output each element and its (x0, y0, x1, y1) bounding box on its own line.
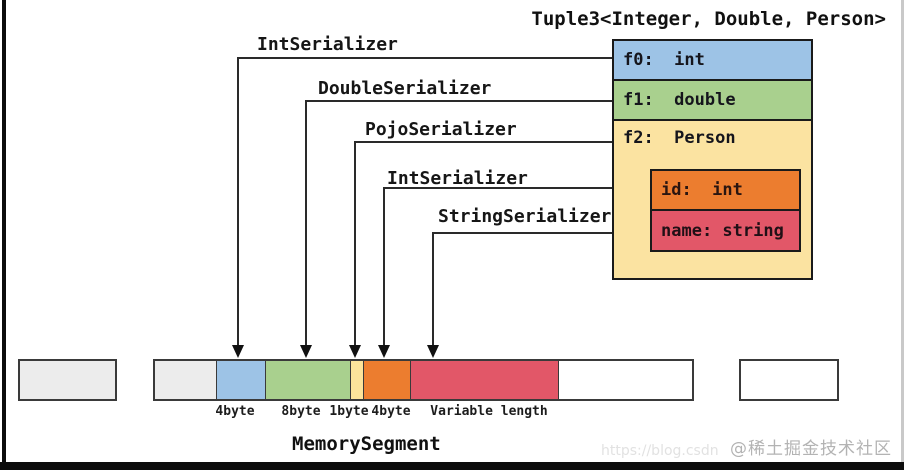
watermark-community: @稀土掘金技术社区 (730, 439, 892, 459)
serializer-label-double-f1: DoubleSerializer (318, 78, 492, 99)
connector-vline-name (432, 232, 434, 346)
segment-pojo-header (350, 361, 363, 399)
connector-vline-f2 (354, 141, 356, 346)
serializer-label-int-f0: IntSerializer (257, 34, 398, 55)
tuple-box: f0: int f1: double f2: Person id: int na… (612, 39, 813, 280)
byte-label-variable-length: Variable length (430, 404, 548, 419)
connector-hline-f0 (238, 57, 612, 59)
segment-string-name (410, 361, 558, 399)
connector-hline-name (433, 232, 648, 234)
tuple-field-f1: f1: double (614, 81, 811, 121)
serializer-label-pojo-f2: PojoSerializer (365, 119, 517, 140)
bottom-black-strip (0, 462, 904, 470)
memory-bar-left (18, 359, 117, 401)
byte-label-4byte-int: 4byte (215, 404, 255, 419)
arrow-down-icon (300, 345, 312, 358)
serializer-label-int-id: IntSerializer (387, 168, 528, 189)
connector-hline-f1 (306, 100, 612, 102)
arrow-down-icon (427, 345, 439, 358)
right-border-line (901, 0, 904, 462)
person-field-id: id: int (650, 169, 801, 211)
connector-hline-f2 (355, 141, 612, 143)
byte-label-8byte-double: 8byte (281, 404, 321, 419)
connector-vline-f0 (237, 57, 239, 346)
arrow-down-icon (349, 345, 361, 358)
byte-label-1byte-header: 1byte (329, 404, 369, 419)
memory-bar-main (153, 359, 694, 401)
person-field-name: name: string (650, 209, 801, 252)
connector-vline-f1 (305, 100, 307, 346)
memory-segment-caption: MemorySegment (292, 433, 441, 455)
connector-vline-id (383, 187, 385, 346)
memory-bar-right (739, 359, 839, 401)
tuple-field-f2: f2: Person (614, 121, 811, 155)
arrow-down-icon (232, 345, 244, 358)
left-black-strip (2, 0, 6, 462)
segment-free (155, 361, 216, 399)
segment-unused (558, 361, 692, 399)
segment-double-f1 (265, 361, 350, 399)
watermark-url: https://blog.csdn (601, 443, 719, 459)
arrow-down-icon (378, 345, 390, 358)
serializer-label-string-name: StringSerializer (438, 206, 612, 227)
tuple-field-f0: f0: int (614, 41, 811, 81)
segment-int-f0 (216, 361, 265, 399)
tuple-type-title: Tuple3<Integer, Double, Person> (531, 8, 886, 30)
segment-int-id (363, 361, 410, 399)
byte-label-4byte-id: 4byte (371, 404, 411, 419)
connector-hline-id (384, 187, 648, 189)
